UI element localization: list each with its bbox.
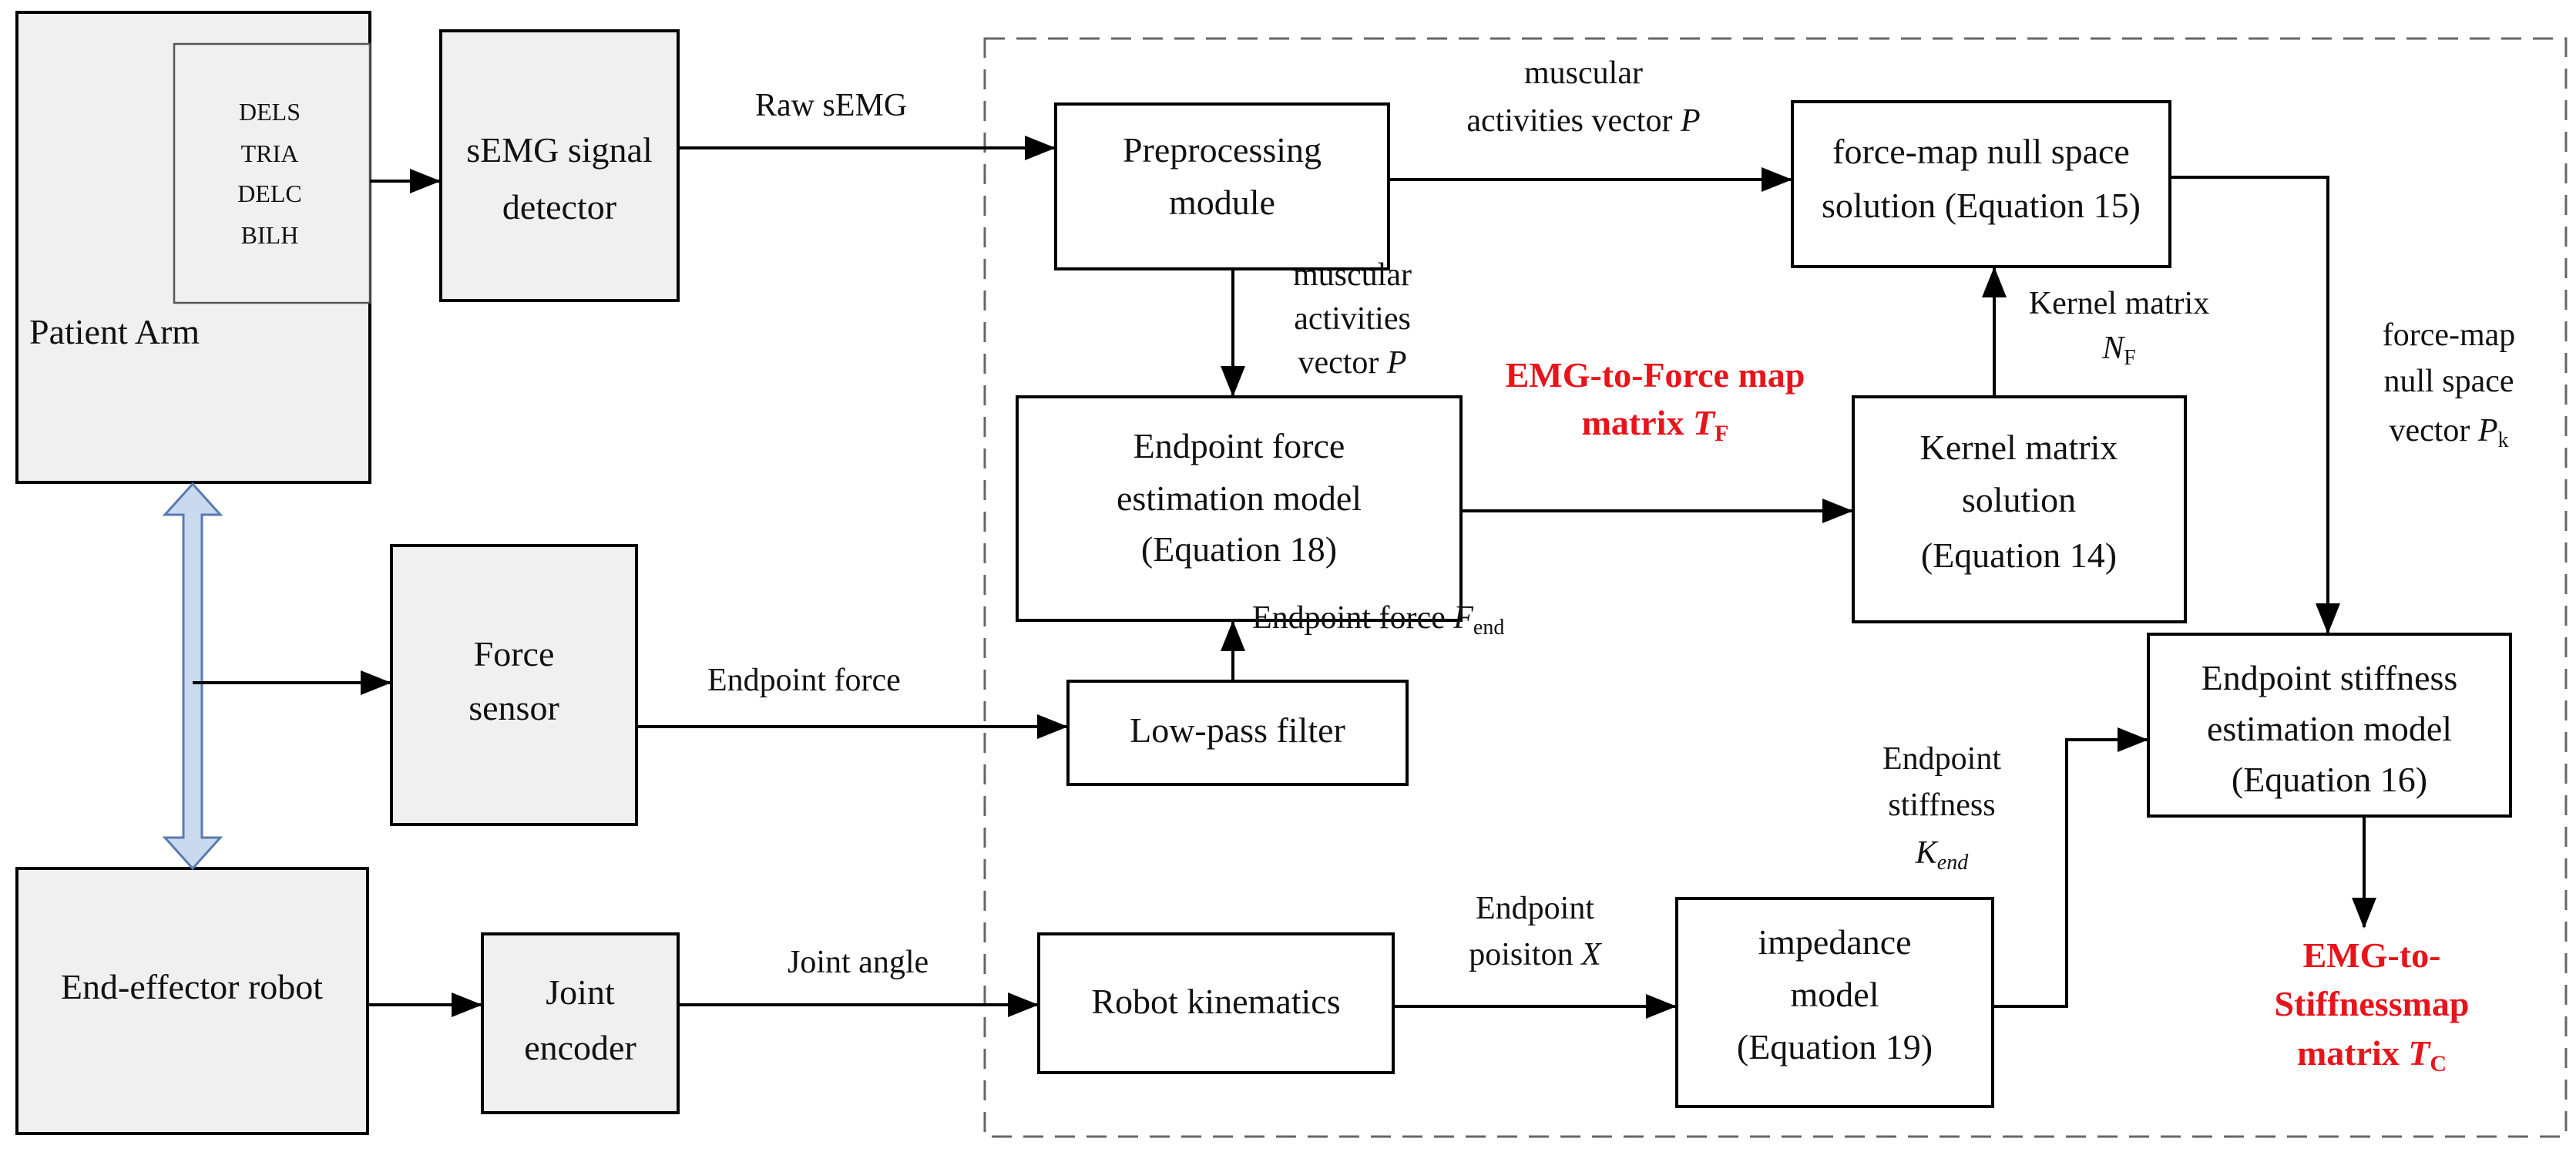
block-line: solution [1962,480,2076,519]
patient-arm-label: Patient Arm [29,312,200,351]
block-line: solution (Equation 15) [1822,186,2141,225]
svg-text:muscular: muscular [1293,257,1412,293]
block-line: (Equation 19) [1737,1027,1933,1066]
processing-region-border [983,37,2568,1138]
block-line: (Equation 16) [2232,760,2427,799]
block-line: module [1169,183,1275,222]
endpoint-force-model-block: Endpoint force estimation model (Equatio… [1016,395,1463,622]
double-arrow-icon [162,482,223,871]
endpoint-position-label: Endpoint poisiton X [1469,891,1603,972]
emg-force-map-label: EMG-to-Force map matrix TF [1506,355,1805,446]
svg-text:force-map: force-map [2383,317,2516,353]
joint-angle-label: Joint angle [788,945,929,980]
svg-text:activities: activities [1294,301,1411,337]
endpoint-force-fend-label: Endpoint force Fend [1252,600,1504,640]
svg-text:poisiton X: poisiton X [1469,937,1603,972]
robot-kinematics-block: Robot kinematics [1037,932,1395,1074]
block-line: estimation model [1117,479,1362,518]
block-line: detector [502,187,616,227]
block-line: sEMG signal [466,130,653,170]
svg-text:stiffness: stiffness [1888,788,1995,823]
kernel-matrix-solution-block: Kernel matrix solution (Equation 14) [1852,395,2187,623]
raw-semg-label: Raw sEMG [755,88,907,123]
svg-text:Stiffnessmap: Stiffnessmap [2274,984,2469,1023]
low-pass-filter-block: Low-pass filter [1066,680,1409,786]
block-line: Robot kinematics [1091,982,1340,1021]
endpoint-stiffness-label: Endpoint stiffness Kend [1882,741,2001,875]
block-line: (Equation 14) [1921,536,2117,575]
block-line: Endpoint stiffness [2202,658,2458,697]
block-line: Force [474,634,555,673]
block-line: model [1791,975,1879,1014]
svg-text:Endpoint force Fend: Endpoint force Fend [1252,600,1504,640]
end-effector-robot-block: End-effector robot [15,867,369,1135]
block-line: Joint [546,972,615,1012]
svg-text:matrix TC: matrix TC [2297,1033,2447,1076]
muscular-vector-label-mid: muscular activities vector P [1293,257,1412,381]
patient-arm-block: DELS TRIA DELC BILH Patient Arm [15,11,371,484]
emg-stiffness-map-label: EMG-to- Stiffnessmap matrix TC [2274,935,2469,1076]
muscle-label: DELS [239,98,301,126]
block-line: Low-pass filter [1130,710,1345,750]
block-line: Preprocessing [1123,130,1322,170]
block-line: force-map null space [1832,132,2130,171]
muscle-label: BILH [241,221,299,249]
impedance-model-block: impedance model (Equation 19) [1675,897,1994,1108]
block-line: Endpoint force [1134,426,1345,465]
force-map-null-space-block: force-map null space solution (Equation … [1791,100,2171,268]
null-space-vector-label: force-map null space vector Pk [2383,317,2516,452]
svg-text:NF: NF [2101,331,2136,370]
block-line: encoder [524,1028,636,1067]
muscular-vector-label-top: muscular activities vector P [1466,55,1700,139]
arrow-impedance-to-stiffness [1993,727,2148,1008]
block-line: Kernel matrix [1920,428,2118,467]
semg-detector-block: sEMG signal detector [439,29,680,302]
svg-text:muscular: muscular [1524,55,1643,91]
muscle-label: DELC [237,180,302,207]
svg-text:Endpoint: Endpoint [1882,741,2001,777]
arrow-nullspace-to-stiffness [2170,176,2340,634]
block-line: (Equation 18) [1141,529,1337,569]
force-sensor-block: Force sensor [390,544,638,826]
block-line: End-effector robot [61,967,323,1006]
endpoint-stiffness-model-block: Endpoint stiffness estimation model (Equ… [2147,633,2512,818]
svg-text:EMG-to-Force map: EMG-to-Force map [1506,355,1805,395]
muscle-label: TRIA [241,139,299,167]
block-line: estimation model [2207,709,2452,748]
joint-encoder-block: Joint encoder [481,932,680,1114]
svg-text:activities vector P: activities vector P [1466,103,1700,139]
svg-text:Kernel matrix: Kernel matrix [2029,286,2209,321]
block-line: sensor [469,688,559,727]
preprocessing-module-block: Preprocessing module [1054,102,1390,270]
endpoint-force-label: Endpoint force [707,663,901,698]
kernel-matrix-nf-label: Kernel matrix NF [2029,286,2209,370]
svg-text:Kend: Kend [1915,835,1969,875]
svg-text:EMG-to-: EMG-to- [2303,935,2441,975]
svg-text:Endpoint: Endpoint [1476,891,1594,926]
svg-text:vector Pk: vector Pk [2389,413,2508,452]
svg-text:matrix TF: matrix TF [1582,403,1729,446]
block-line: impedance [1758,922,1911,962]
svg-text:vector P: vector P [1298,345,1406,381]
svg-text:null space: null space [2383,364,2514,399]
